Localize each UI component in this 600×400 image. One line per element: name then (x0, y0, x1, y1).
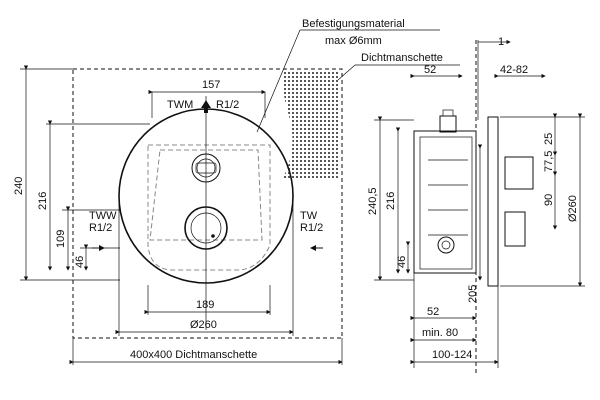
befestigung-leader (256, 29, 301, 133)
upper-knob-side (504, 156, 534, 190)
dim-o260: Ø260 (190, 319, 217, 331)
twm-r12: R1/2 (216, 99, 239, 111)
tww-label: TWW (89, 210, 117, 222)
bottom-fitting-inner (441, 240, 451, 250)
mesh-patch (282, 70, 340, 178)
dim-157: 157 (202, 79, 220, 91)
dim-90: 90 (543, 194, 555, 206)
top-fitting-cap (442, 109, 454, 117)
lower-knob-dot (211, 234, 215, 238)
dim-100-124: 100-124 (432, 349, 472, 361)
twm-arrow-icon (201, 100, 211, 113)
bottom-fitting (437, 236, 455, 254)
dim-216-side: 216 (385, 192, 397, 210)
dim-o260-side: Ø260 (567, 195, 579, 222)
side-body (413, 130, 477, 274)
dim-1: 1 (498, 36, 504, 48)
dim-25: 25 (543, 133, 555, 145)
front-view: 157 TWM R1/2 240 216 109 46 TWW R1/2 TW … (13, 18, 460, 365)
dim-205: 205 (467, 285, 479, 303)
dim-77-5: 77,5 (543, 151, 555, 172)
max6-label: max Ø6mm (325, 35, 382, 47)
dim-109: 109 (55, 230, 67, 248)
dim-52-bot: 52 (427, 306, 439, 318)
top-fitting (439, 115, 457, 133)
tw-label: TW (300, 210, 318, 222)
dim-46-side: 46 (396, 256, 408, 268)
lower-knob-side (504, 211, 526, 247)
side-view: 1 52 42-82 25 77,5 90 Ø260 240,5 216 46 … (367, 36, 585, 375)
tww-r12: R1/2 (89, 222, 112, 234)
dicht-400-label: 400x400 Dichtmanschette (130, 349, 257, 361)
front-dashed-square (72, 68, 343, 339)
front-plate (487, 116, 499, 287)
dim-240-5: 240,5 (367, 187, 379, 215)
dim-216: 216 (37, 192, 49, 210)
tw-r12: R1/2 (300, 222, 323, 234)
inner-housing-outline-2 (149, 149, 263, 241)
inner-housing-outline (147, 144, 271, 271)
dicht-leader (337, 64, 356, 81)
side-body-inner (419, 136, 473, 270)
dim-min80: min. 80 (422, 327, 458, 339)
dim-42-82: 42-82 (500, 64, 528, 76)
dim-52-top: 52 (424, 64, 436, 76)
dim-189: 189 (196, 299, 214, 311)
befestigung-label: Befestigungsmaterial (302, 18, 405, 30)
dicht-top-label: Dichtmanschette (361, 52, 443, 64)
twm-label: TWM (167, 99, 193, 111)
dim-46: 46 (74, 256, 86, 268)
dim-240: 240 (13, 177, 25, 195)
